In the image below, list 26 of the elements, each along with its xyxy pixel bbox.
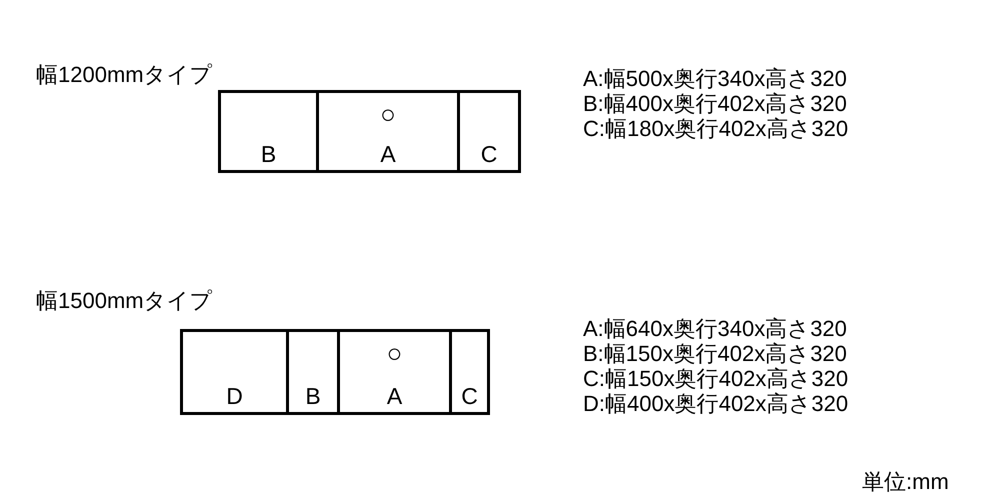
compartment-letter: A xyxy=(379,141,397,167)
type-heading: 幅1200mmタイプ xyxy=(36,62,213,87)
dimension-spec: B:幅150x奥行402x高さ320 xyxy=(583,341,847,366)
circle-mark: ○ xyxy=(379,101,397,127)
unit-note: 単位:mm xyxy=(862,469,949,494)
dimension-spec: D:幅400x奥行402x高さ320 xyxy=(583,391,848,416)
compartment-box xyxy=(180,329,289,415)
dimension-spec: A:幅500x奥行340x高さ320 xyxy=(583,66,847,91)
compartment-box xyxy=(337,329,452,415)
compartment-letter: B xyxy=(304,383,322,409)
compartment-box xyxy=(457,90,521,173)
dimension-spec: B:幅400x奥行402x高さ320 xyxy=(583,91,847,116)
dimension-spec: C:幅180x奥行402x高さ320 xyxy=(583,116,848,141)
compartment-letter: B xyxy=(260,141,278,167)
dimension-spec: C:幅150x奥行402x高さ320 xyxy=(583,366,848,391)
compartment-box xyxy=(286,329,340,415)
circle-mark: ○ xyxy=(386,340,404,366)
compartment-box xyxy=(449,329,490,415)
dimension-spec: A:幅640x奥行340x高さ320 xyxy=(583,316,847,341)
compartment-letter: A xyxy=(386,383,404,409)
compartment-box xyxy=(218,90,319,173)
compartment-letter: C xyxy=(480,141,498,167)
compartment-box xyxy=(316,90,460,173)
compartment-letter: D xyxy=(225,383,244,409)
compartment-letter: C xyxy=(460,383,479,409)
type-heading: 幅1500mmタイプ xyxy=(36,288,213,313)
